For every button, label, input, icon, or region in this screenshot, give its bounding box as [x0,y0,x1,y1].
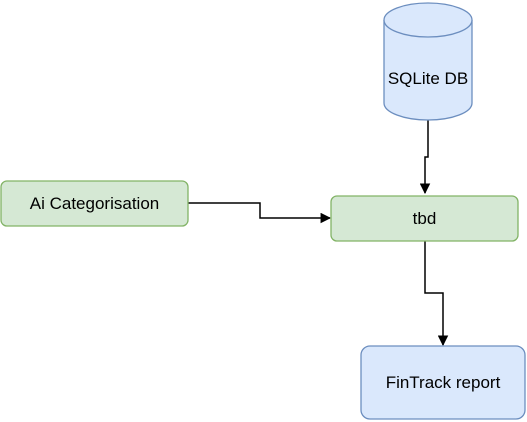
node-label: tbd [413,209,437,228]
node-label: SQLite DB [388,69,468,88]
node-ai-categorisation[interactable]: Ai Categorisation [0,180,189,227]
edge-tbd-to-fintrack [424,241,449,347]
node-label: FinTrack report [386,373,501,392]
edge-ai-to-tbd [188,202,332,224]
node-sqlite-db[interactable]: SQLite DB [383,2,473,121]
node-box [0,180,189,227]
database-top [383,2,473,38]
edges [188,120,449,347]
edge-sqlite-to-tbd [419,120,431,195]
node-fintrack-report[interactable]: FinTrack report [360,345,526,420]
node-box [360,345,526,420]
database-icon [383,20,473,121]
node-box [330,195,519,242]
node-tbd[interactable]: tbd [330,195,519,242]
node-label: Ai Categorisation [30,194,159,213]
